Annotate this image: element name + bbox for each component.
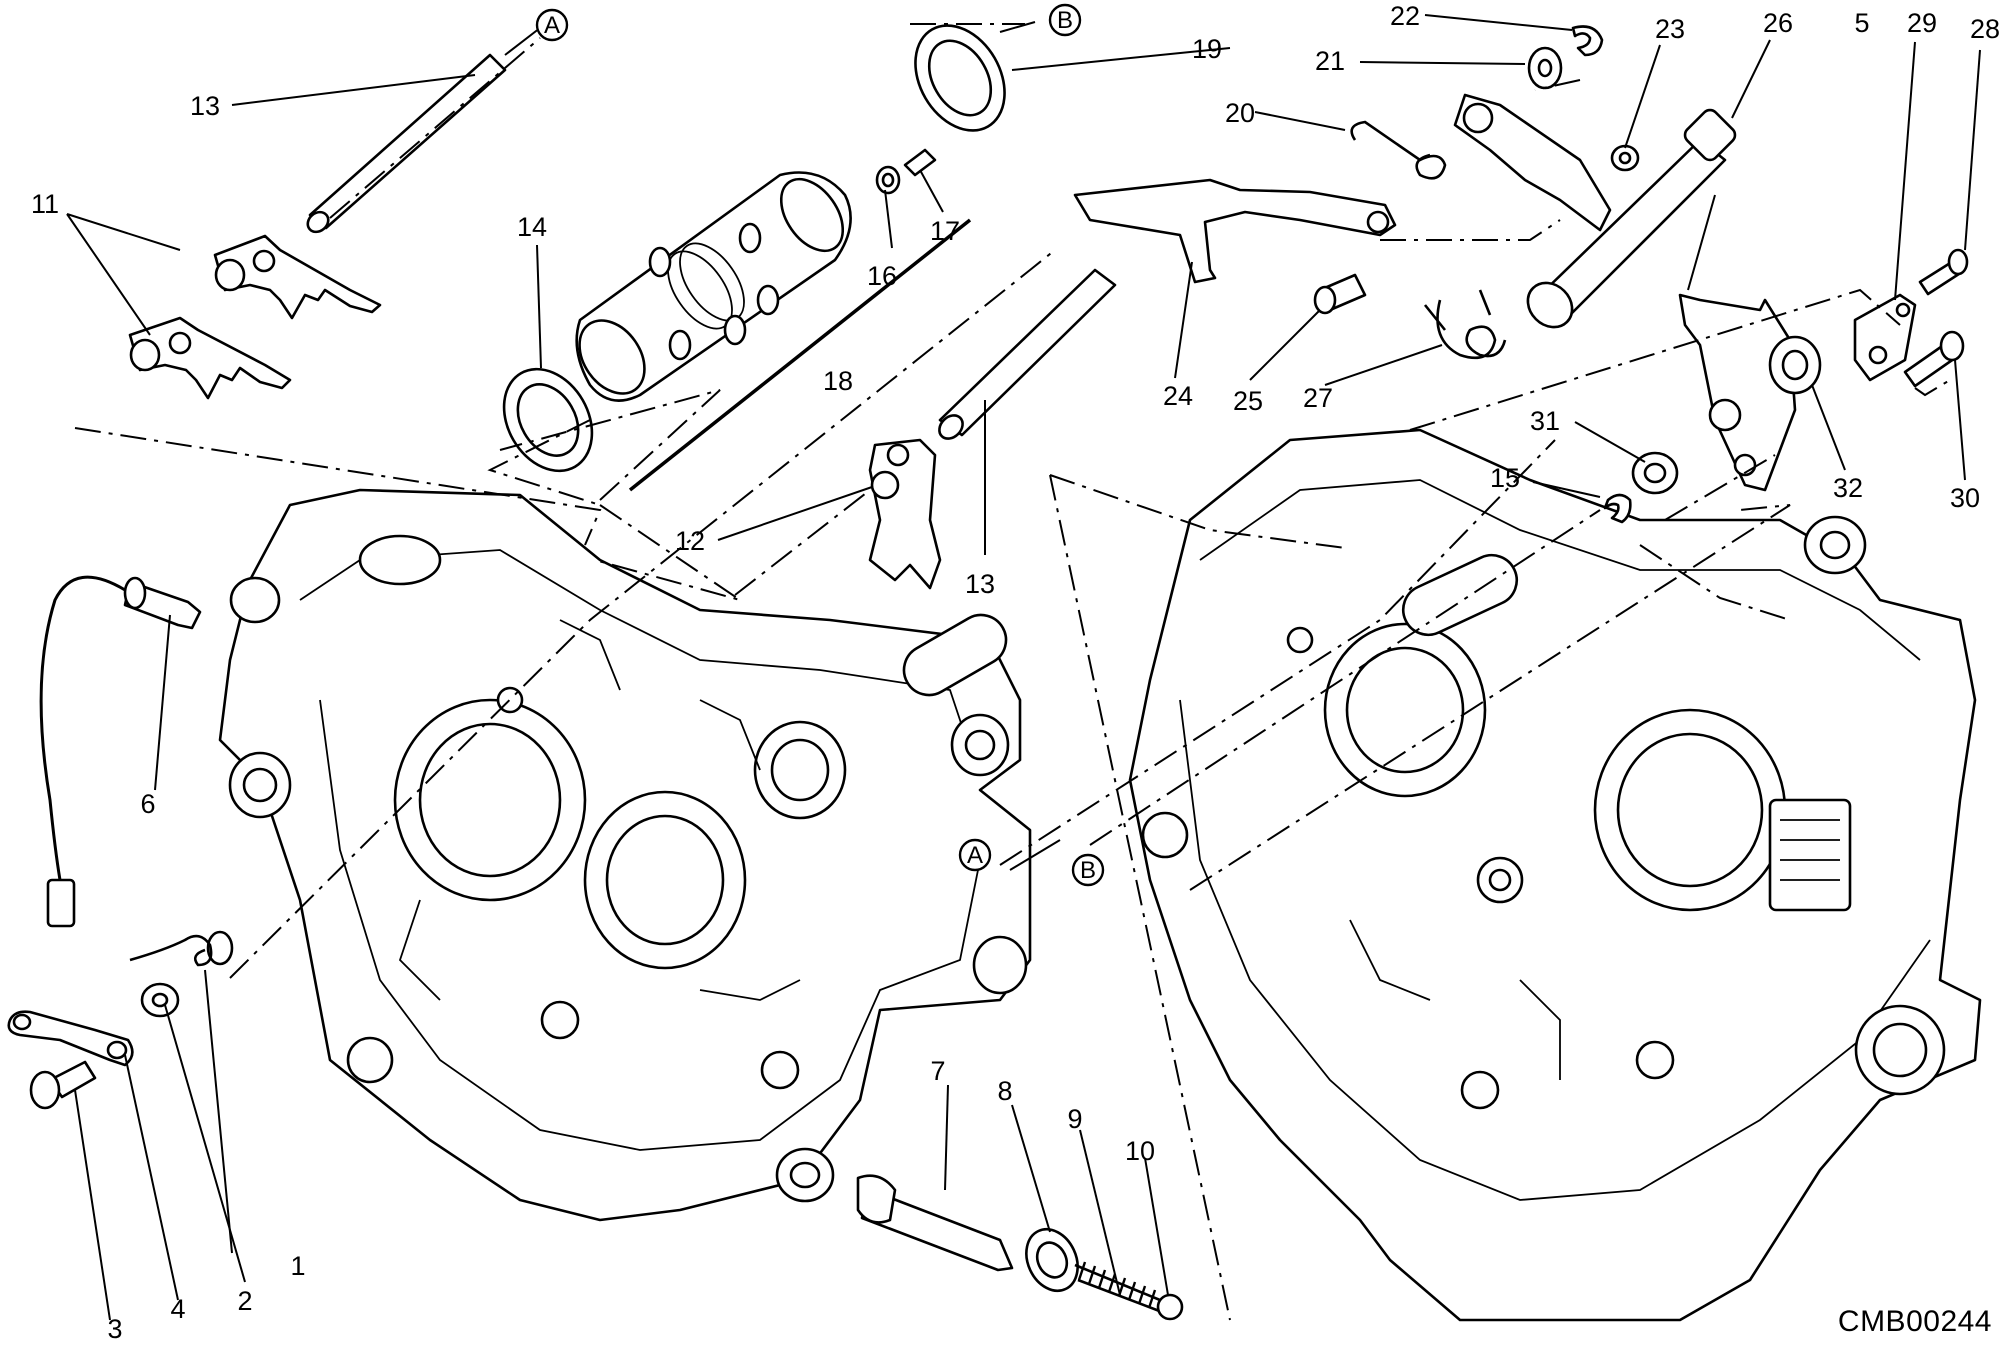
bush-23 — [1610, 144, 1640, 172]
ref-mark-a-top: A — [504, 8, 569, 56]
leader-lines — [66, 14, 1981, 1321]
callout-6: 6 — [140, 789, 155, 819]
drawing-code: CMB00244 — [1837, 1305, 1992, 1338]
return-spring-20 — [1350, 120, 1447, 180]
callout-30: 30 — [1950, 483, 1980, 513]
callout-11: 11 — [31, 189, 59, 219]
callout-31: 31 — [1530, 406, 1560, 436]
callout-12: 12 — [675, 526, 705, 556]
callout-20: 20 — [1225, 98, 1255, 128]
bolt-25 — [1313, 273, 1367, 315]
index-lever-5 — [1678, 293, 1797, 492]
drum-seal-ring-19 — [914, 24, 1006, 132]
drum-pin-parts — [875, 148, 937, 195]
callout-24: 24 — [1163, 381, 1193, 411]
svg-text:A: A — [544, 12, 560, 39]
callout-15: 15 — [1490, 463, 1520, 493]
callout-14: 14 — [517, 212, 547, 242]
callout-22: 22 — [1390, 1, 1420, 31]
callout-7: 7 — [930, 1056, 945, 1086]
callout-32: 32 — [1833, 473, 1863, 503]
gearshift-lever-24 — [1073, 178, 1397, 284]
callout-3: 3 — [107, 1314, 122, 1344]
drum-seal-ring-14 — [502, 367, 594, 473]
neutral-switch-6 — [39, 575, 202, 928]
ref-mark-a-center: A — [958, 838, 1061, 872]
callout-26: 26 — [1763, 8, 1793, 38]
callout-2: 2 — [237, 1286, 252, 1316]
callout-5: 5 — [1854, 8, 1869, 38]
callout-8: 8 — [997, 1076, 1012, 1106]
ref-mark-b-top: B — [999, 3, 1082, 37]
assembly-lines — [74, 23, 1951, 1321]
svg-text:B: B — [1057, 7, 1073, 34]
callout-27: 27 — [1303, 383, 1333, 413]
selector-fork-center — [868, 438, 942, 590]
return-spring-27 — [1423, 289, 1507, 360]
selector-fork-upper — [213, 234, 382, 320]
callout-23: 23 — [1655, 14, 1685, 44]
lever-4 — [7, 1010, 134, 1067]
washer-2 — [140, 982, 180, 1018]
ref-mark-b-center: B — [1071, 853, 1105, 887]
circlip-15 — [1603, 493, 1632, 524]
callout-9: 9 — [1067, 1104, 1082, 1134]
callout-4: 4 — [170, 1294, 185, 1324]
callout-17: 17 — [930, 216, 960, 246]
bolt-3 — [29, 1060, 97, 1110]
callout-28: 28 — [1970, 14, 2000, 44]
gearshift-shaft — [1526, 108, 1737, 329]
bracket-line-18 — [628, 218, 972, 492]
callout-13-top: 13 — [190, 91, 220, 121]
plate-29 — [1853, 293, 1917, 382]
right-crankcase-half — [1128, 428, 1982, 1322]
washer-31 — [1631, 451, 1679, 495]
spring-1 — [129, 930, 234, 967]
ball-10 — [1156, 1293, 1184, 1321]
svg-text:B: B — [1080, 857, 1096, 884]
callout-labels: 1 2 3 4 5 6 7 8 9 10 11 12 13 13 14 15 1… — [31, 1, 2000, 1344]
svg-text:A: A — [967, 842, 983, 869]
left-crankcase-half — [218, 488, 1032, 1222]
callout-16: 16 — [867, 261, 897, 291]
callout-25: 25 — [1233, 386, 1263, 416]
fork-shaft-upper — [306, 53, 507, 234]
plug-7 — [856, 1174, 1014, 1272]
circlip-22 — [1571, 25, 1604, 57]
callout-1: 1 — [290, 1251, 305, 1281]
selector-fork-lower — [128, 316, 292, 400]
fork-shaft-lower — [938, 268, 1117, 440]
washer-21 — [1527, 46, 1563, 90]
bolt-30 — [1903, 330, 1965, 388]
callout-13-center: 13 — [965, 569, 995, 599]
shift-pawl-plate — [1453, 93, 1612, 232]
callout-29: 29 — [1907, 8, 1937, 38]
washer-32 — [1768, 335, 1822, 395]
callout-19: 19 — [1192, 34, 1222, 64]
callout-21: 21 — [1315, 46, 1345, 76]
seal-8 — [1025, 1227, 1079, 1293]
callout-10: 10 — [1125, 1136, 1155, 1166]
selector-drum — [575, 171, 852, 402]
bolt-28 — [1918, 248, 1969, 296]
callout-18: 18 — [823, 366, 853, 396]
